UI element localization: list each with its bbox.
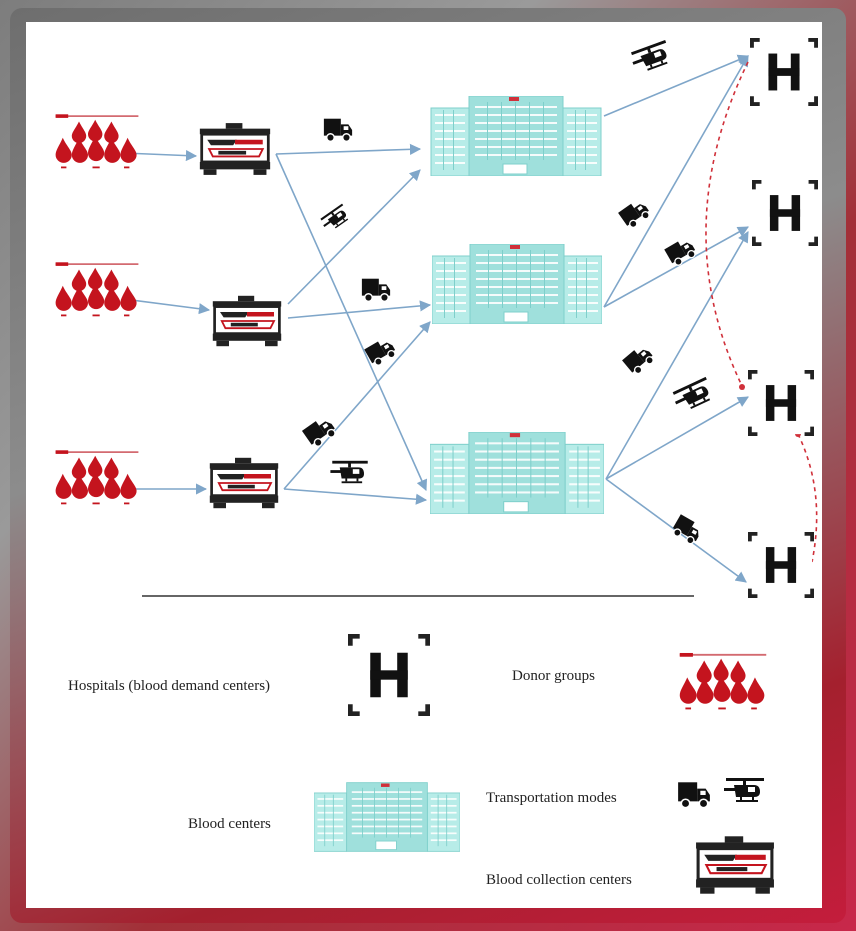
legend-truck-icon [677,781,711,809]
blood-center-3 [430,432,604,514]
legend-hospital-icon [350,636,427,713]
helicopter-icon [670,376,716,414]
hospital-transfer-links [705,61,818,563]
hospital-3 [748,370,814,436]
collection-center-1 [198,121,272,177]
truck-icon [361,277,391,303]
legend-helicopter-icon [724,778,764,802]
blood-center-2 [432,244,602,324]
donor-group-3 [54,449,140,506]
truck-icon [663,235,699,269]
truck-icon [669,513,705,547]
legend-collection-center-icon [694,834,776,896]
helicopter-icon [319,203,352,234]
hospital-2 [752,180,818,246]
blood-center-1 [430,96,602,176]
helicopter-icon [330,460,368,484]
legend-blood-drop-icon [678,651,768,711]
collection-center-2 [211,294,283,348]
legend-collection-label: Blood collection centers [486,872,632,888]
legend-hospitals-label: Hospitals (blood demand centers) [68,678,271,694]
donor-group-1 [54,113,140,170]
legend-donor-label: Donor groups [512,668,595,684]
flow-arrows [123,54,750,583]
truck-icon [617,196,653,232]
supply-chain-diagram [54,38,818,896]
truck-icon [621,342,657,378]
hospital-4 [748,532,814,598]
donor-group-2 [54,261,140,318]
truck-icon [301,413,339,451]
hospital-1 [750,38,818,106]
helicopter-icon [629,39,674,75]
diagram-canvas: Hospitals (blood demand centers) Donor g… [26,22,822,908]
collection-center-3 [208,456,280,510]
legend-blood-centers-label: Blood centers [188,816,271,832]
truck-icon [323,117,353,143]
legend-blood-center-building-icon [314,782,460,852]
legend-transport-label: Transportation modes [486,790,617,806]
